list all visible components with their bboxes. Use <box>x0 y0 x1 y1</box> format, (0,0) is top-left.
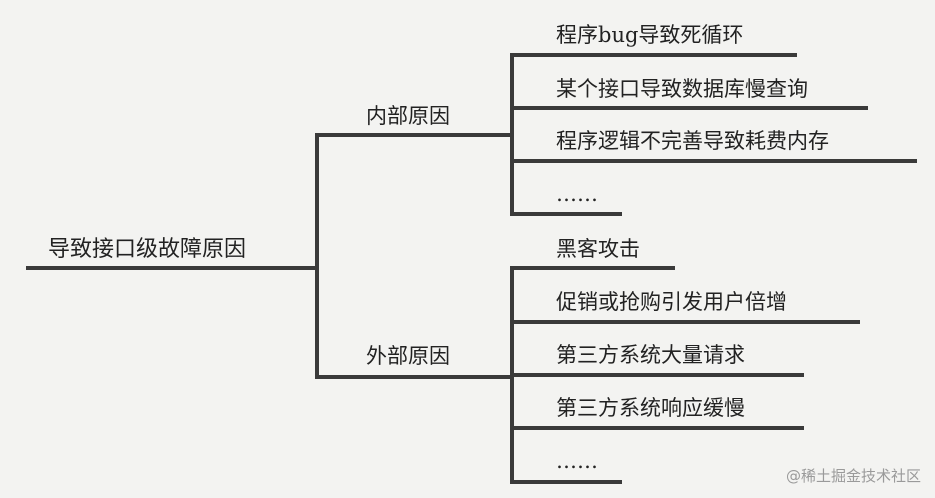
external-item: 第三方系统响应缓慢 <box>556 396 745 420</box>
branch-external: 外部原因 <box>366 344 450 368</box>
external-item: 黑客攻击 <box>556 237 640 261</box>
internal-item: 程序bug导致死循环 <box>556 23 744 47</box>
external-item: 第三方系统大量请求 <box>556 343 745 367</box>
external-item: 促销或抢购引发用户倍增 <box>556 290 787 314</box>
root-node: 导致接口级故障原因 <box>48 237 247 262</box>
internal-item-ellipsis: …… <box>556 182 598 206</box>
branch-internal: 内部原因 <box>366 104 450 128</box>
external-item-ellipsis: …… <box>556 449 598 473</box>
internal-item: 某个接口导致数据库慢查询 <box>556 77 808 101</box>
internal-item: 程序逻辑不完善导致耗费内存 <box>556 129 829 153</box>
watermark: @稀土掘金技术社区 <box>785 467 921 485</box>
